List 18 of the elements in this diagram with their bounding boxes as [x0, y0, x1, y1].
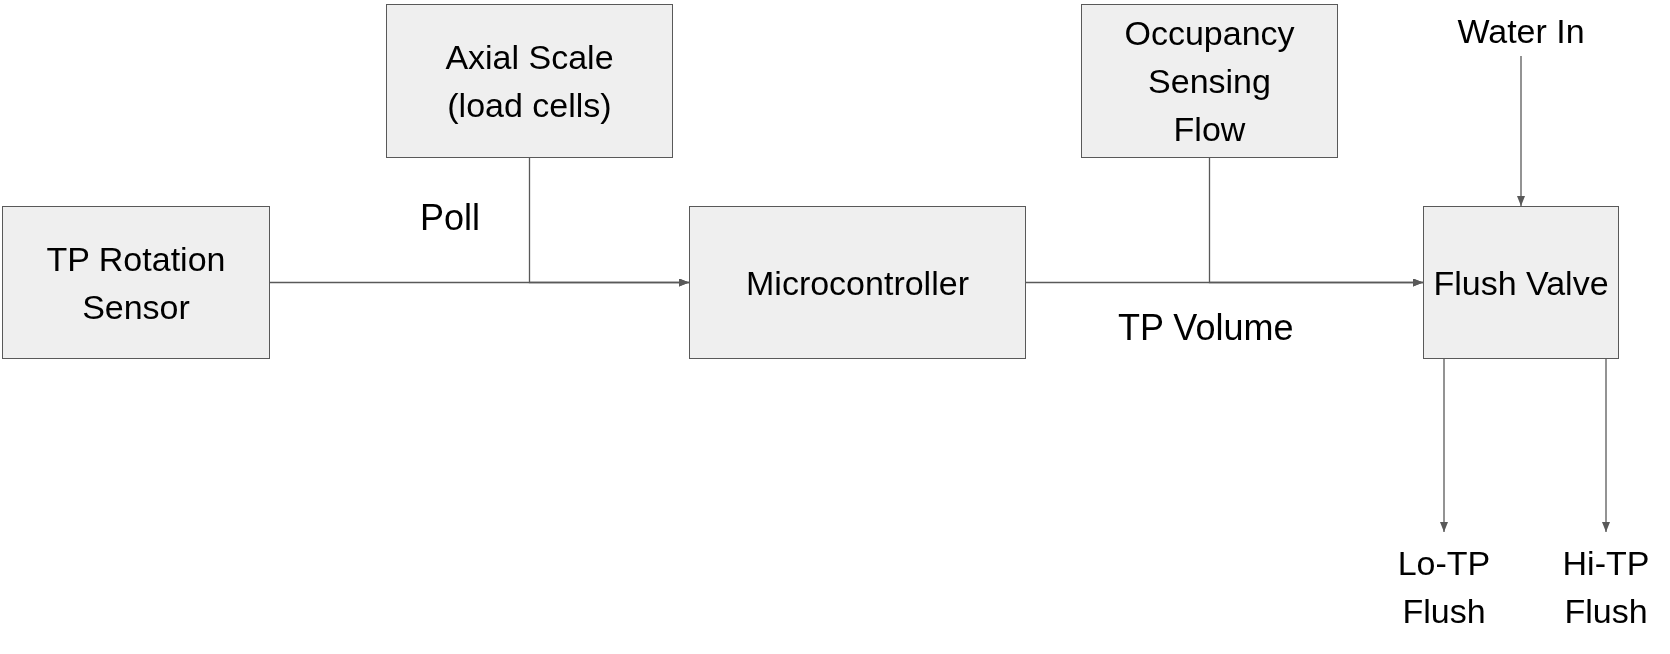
process-box	[1081, 4, 1338, 158]
arrow	[528, 157, 690, 287]
process-box	[2, 206, 270, 359]
box-label: Flush Valve	[1433, 262, 1609, 304]
box-label: Microcontroller	[746, 262, 969, 304]
process-box	[1423, 206, 1619, 359]
process-box	[386, 4, 673, 158]
box-label: TP Rotation Sensor	[45, 238, 227, 328]
node-label: Water In	[1457, 11, 1585, 52]
arrow	[1517, 55, 1525, 207]
node-label: Lo-TP Flush	[1396, 543, 1492, 632]
arrow	[1208, 157, 1424, 287]
arrow	[1440, 358, 1448, 533]
arrow	[1602, 358, 1610, 533]
node-label: Hi-TP Flush	[1561, 543, 1651, 632]
process-box	[689, 206, 1026, 359]
box-label: Occupancy Sensing Flow	[1123, 13, 1296, 150]
box-label: Axial Scale (load cells)	[444, 37, 615, 126]
